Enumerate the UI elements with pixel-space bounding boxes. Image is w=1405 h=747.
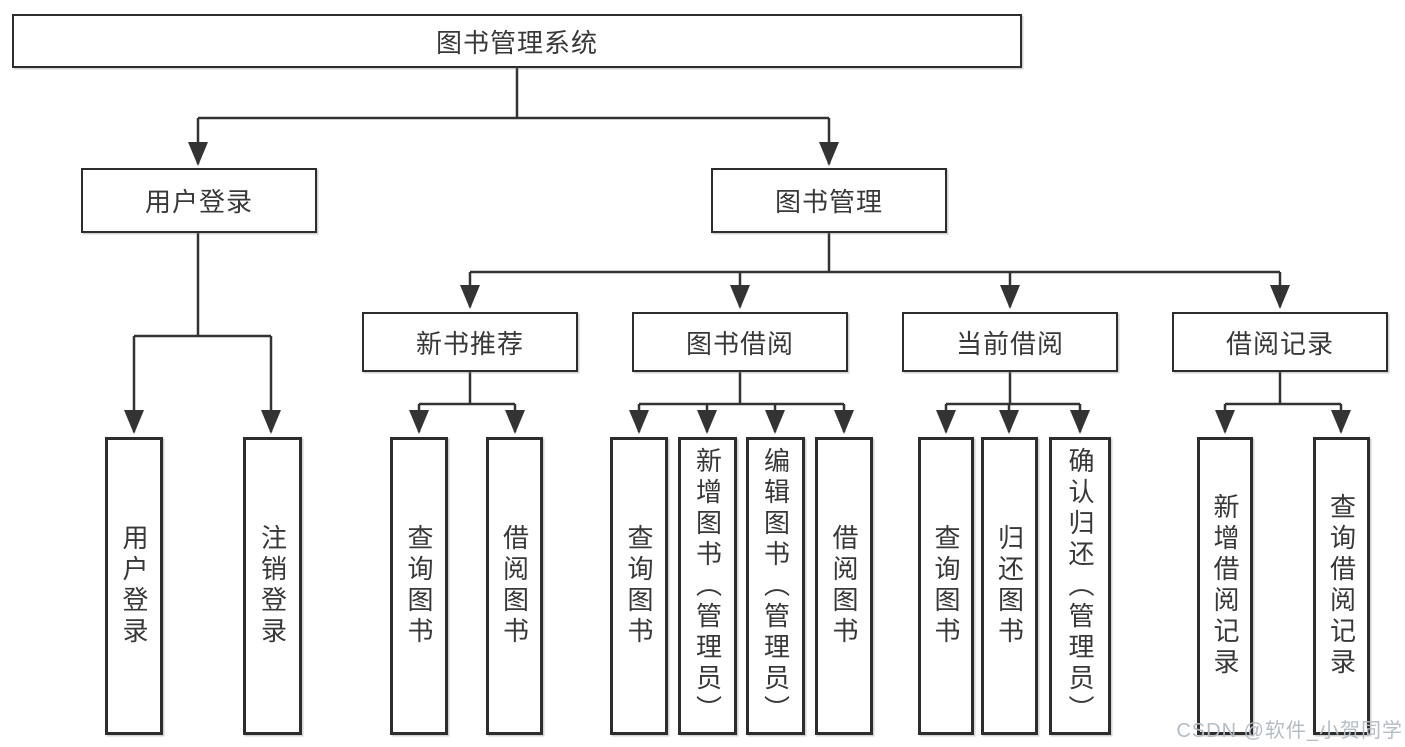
leaf-query-books-1: 查询图书 — [390, 437, 448, 735]
node-book-borrow-label: 图书借阅 — [685, 328, 794, 359]
node-book-management-label: 图书管理 — [774, 187, 883, 217]
leaf-label: 编辑图书（管理员） — [760, 446, 791, 726]
leaf-confirm-return-admin: 确认归还（管理员） — [1049, 437, 1111, 735]
node-user-login: 用户登录 — [81, 168, 317, 233]
leaf-edit-books-admin: 编辑图书（管理员） — [746, 437, 805, 735]
node-borrow-records: 借阅记录 — [1172, 312, 1388, 372]
leaf-label: 查询图书 — [931, 524, 961, 648]
leaf-label: 新增图书（管理员） — [692, 446, 723, 726]
node-borrow-records-label: 借阅记录 — [1225, 328, 1334, 359]
watermark: CSDN @软件_小贺同学 — [1176, 720, 1403, 742]
leaf-label: 确认归还（管理员） — [1065, 446, 1095, 726]
leaf-label: 新增借阅记录 — [1210, 493, 1240, 679]
leaf-label: 借阅图书 — [499, 524, 530, 648]
leaf-logout: 注销登录 — [243, 437, 302, 735]
connector-elbows — [134, 68, 1341, 406]
node-current-borrow: 当前借阅 — [902, 312, 1118, 372]
leaf-label: 归还图书 — [994, 524, 1025, 648]
leaf-user-login: 用户登录 — [105, 437, 163, 735]
node-new-book-recommend: 新书推荐 — [362, 312, 578, 372]
leaf-query-borrow-record: 查询借阅记录 — [1313, 437, 1370, 735]
leaf-add-borrow-record: 新增借阅记录 — [1197, 437, 1253, 735]
leaf-borrow-books-2: 借阅图书 — [815, 437, 873, 735]
leaf-label: 注销登录 — [257, 524, 288, 648]
leaf-query-books-3: 查询图书 — [918, 437, 974, 735]
leaf-query-books-2: 查询图书 — [610, 437, 668, 735]
leaf-label: 查询图书 — [624, 524, 654, 648]
node-book-borrow: 图书借阅 — [632, 312, 848, 372]
node-new-book-recommend-label: 新书推荐 — [415, 328, 524, 359]
leaf-borrow-books-1: 借阅图书 — [486, 437, 543, 735]
node-user-login-label: 用户登录 — [144, 187, 253, 217]
leaf-label: 用户登录 — [119, 524, 149, 648]
node-current-borrow-label: 当前借阅 — [955, 328, 1064, 359]
leaf-label: 借阅图书 — [829, 524, 859, 648]
leaf-return-books: 归还图书 — [981, 437, 1038, 735]
leaf-label: 查询借阅记录 — [1326, 493, 1357, 679]
node-root: 图书管理系统 — [12, 14, 1022, 68]
connector-arrows — [124, 118, 1351, 434]
node-book-management: 图书管理 — [711, 168, 947, 233]
node-root-label: 图书管理系统 — [435, 27, 598, 58]
leaf-label: 查询图书 — [404, 524, 434, 648]
leaf-add-books-admin: 新增图书（管理员） — [678, 437, 737, 735]
